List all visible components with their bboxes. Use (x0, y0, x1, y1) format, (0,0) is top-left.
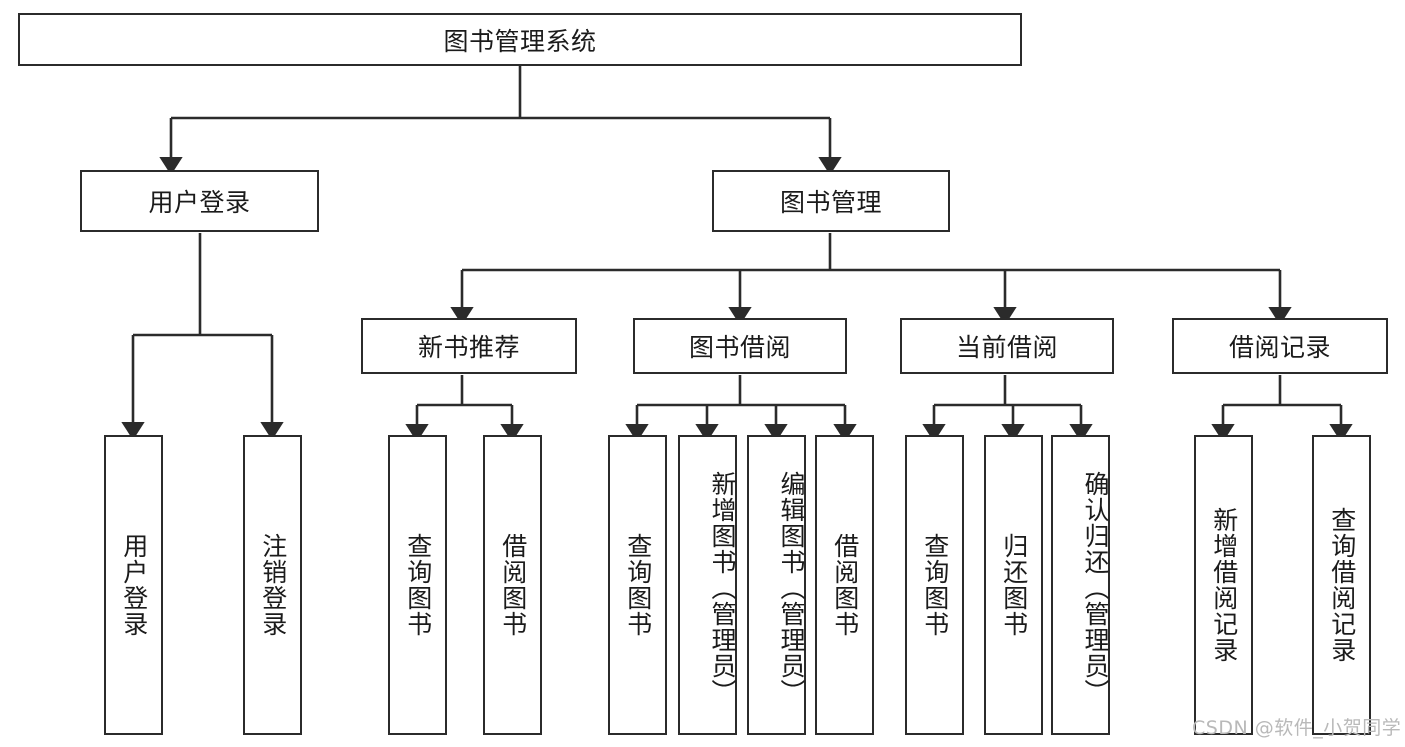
node-root-system[interactable]: 图书管理系统 (18, 13, 1022, 66)
leaf-borrow-book-recommend[interactable]: 借阅图书 (483, 435, 542, 735)
leaf-return-book[interactable]: 归还图书 (984, 435, 1043, 735)
node-book-borrow[interactable]: 图书借阅 (633, 318, 847, 374)
leaf-query-borrow-record[interactable]: 查询借阅记录 (1312, 435, 1371, 735)
leaf-edit-book-admin[interactable]: 编辑图书（管理员） (747, 435, 806, 735)
csdn-watermark: CSDN @软件_小贺同学 (1192, 717, 1402, 739)
node-borrow-record[interactable]: 借阅记录 (1172, 318, 1388, 374)
node-user-login[interactable]: 用户登录 (80, 170, 319, 232)
leaf-query-book-current[interactable]: 查询图书 (905, 435, 964, 735)
leaf-query-book-borrow[interactable]: 查询图书 (608, 435, 667, 735)
leaf-user-login[interactable]: 用户登录 (104, 435, 163, 735)
leaf-query-book-recommend[interactable]: 查询图书 (388, 435, 447, 735)
node-book-manage[interactable]: 图书管理 (712, 170, 950, 232)
node-new-book-recommend[interactable]: 新书推荐 (361, 318, 577, 374)
leaf-confirm-return-admin[interactable]: 确认归还（管理员） (1051, 435, 1110, 735)
leaf-borrow-book-borrow[interactable]: 借阅图书 (815, 435, 874, 735)
leaf-add-book-admin[interactable]: 新增图书（管理员） (678, 435, 737, 735)
leaf-logout-login[interactable]: 注销登录 (243, 435, 302, 735)
node-current-borrow[interactable]: 当前借阅 (900, 318, 1114, 374)
leaf-add-borrow-record[interactable]: 新增借阅记录 (1194, 435, 1253, 735)
